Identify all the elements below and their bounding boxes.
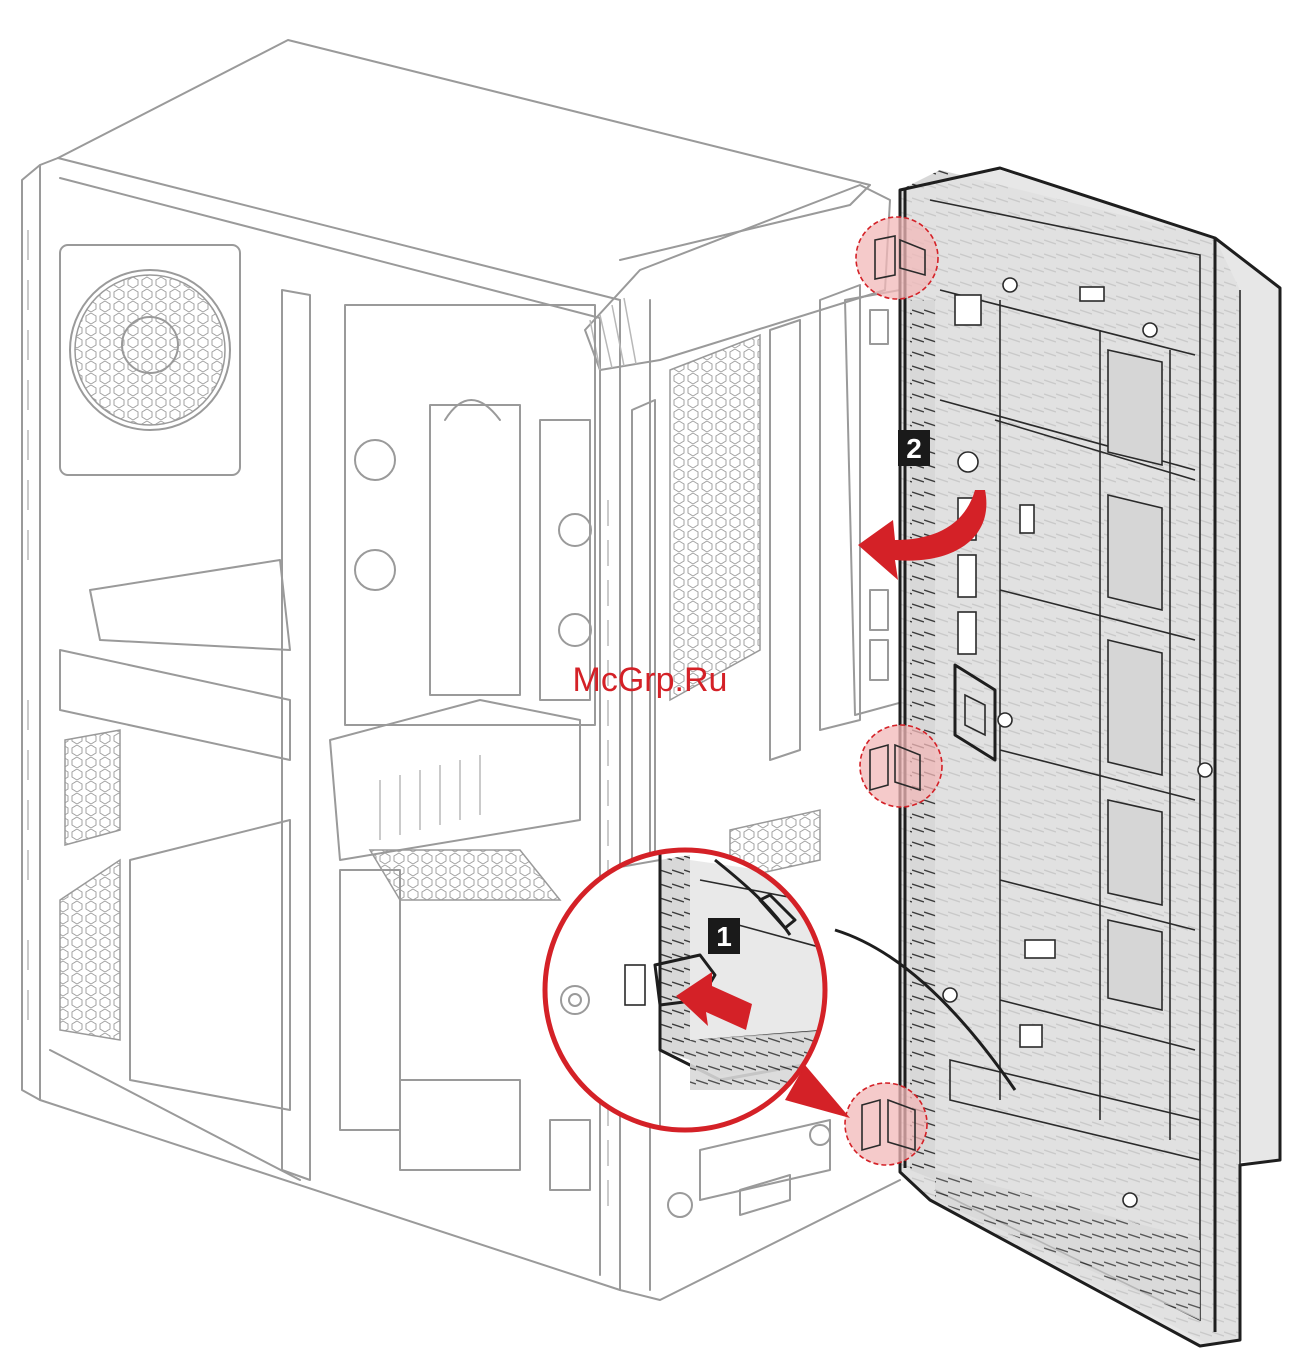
- tab-highlight-middle: [860, 725, 942, 807]
- step-1-label: 1: [716, 921, 732, 952]
- step-2-label: 2: [906, 433, 922, 464]
- step-1-badge: 1: [708, 918, 740, 954]
- step-2-badge: 2: [898, 430, 930, 466]
- watermark-text: McGrp.Ru: [573, 661, 728, 699]
- computer-chassis: [22, 40, 910, 1300]
